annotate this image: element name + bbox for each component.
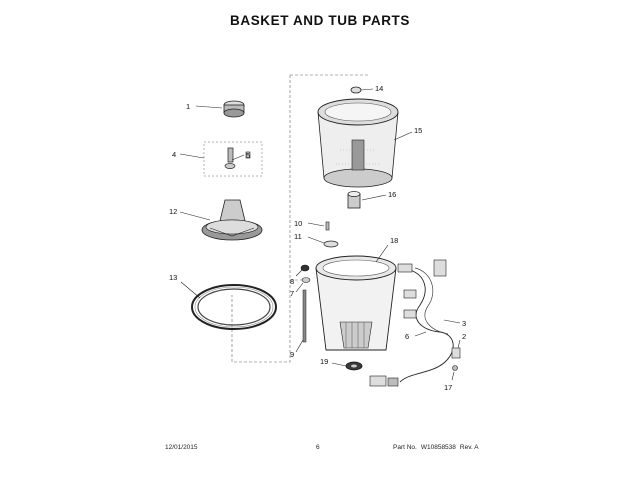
part-17-screw[interactable] [452,365,458,371]
callout-4: 4 [172,150,176,159]
callout-19: 19 [320,357,328,366]
part-11-clip[interactable] [323,240,339,248]
callout-15: 15 [414,126,422,135]
callout-1: 1 [186,102,190,111]
part-9-rod[interactable] [302,289,307,343]
callout-7: 7 [290,289,294,298]
part-18-tub[interactable] [315,255,397,351]
part-8-grommet[interactable] [300,264,310,272]
callout-8: 8 [290,277,294,286]
callout-13: 13 [169,273,177,282]
callout-18: 18 [390,236,398,245]
callout-5: 5 [246,151,250,160]
footer-page-number: 6 [316,444,320,451]
part-1-cap[interactable] [223,100,245,118]
part-13-balance-ring[interactable] [191,284,277,330]
callout-16: 16 [388,190,396,199]
footer-date: 12/01/2015 [165,444,198,451]
page-title: BASKET AND TUB PARTS [230,13,410,28]
callout-11: 11 [294,232,302,241]
footer-part-number: W10858538 [420,444,456,451]
footer-revision: Rev. A [459,444,479,451]
callout-3: 3 [462,319,466,328]
callout-12: 12 [169,207,177,216]
part-14-nut[interactable] [350,86,362,94]
callout-14: 14 [375,84,383,93]
footer-part-label: Part No. [393,444,417,451]
part-19-seal[interactable] [345,361,363,371]
part-10-screw[interactable] [325,221,330,231]
part-15-basket[interactable] [317,98,399,188]
part-2-connector[interactable] [451,347,461,359]
part-7-bushing[interactable] [301,277,311,283]
part-4-fastener-group[interactable] [203,141,263,177]
callout-10: 10 [294,219,302,228]
part-12-impeller[interactable] [201,199,263,241]
callout-9: 9 [290,350,294,359]
part-16-coupler[interactable] [347,191,361,209]
callout-2: 2 [462,332,466,341]
callout-17: 17 [444,383,452,392]
part-3-wire-harness[interactable] [369,259,454,387]
callout-6: 6 [405,332,409,341]
